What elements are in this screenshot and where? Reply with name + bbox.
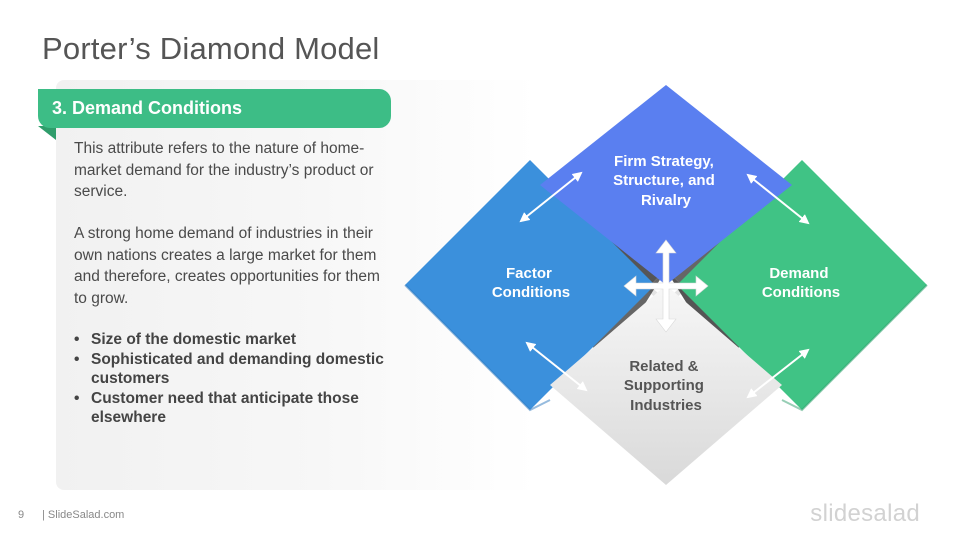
page-number: 9 bbox=[18, 509, 25, 521]
diamond-label-line: Related & bbox=[629, 358, 698, 375]
bullet-item: • Sophisticated and demanding domestic cu… bbox=[74, 350, 394, 389]
diamond-related-supporting bbox=[550, 285, 782, 485]
diamond-label-left: Factor Conditions bbox=[492, 265, 570, 301]
slide-title: Porter’s Diamond Model bbox=[42, 31, 380, 66]
diamond-label-line: Conditions bbox=[762, 284, 840, 301]
slidesalad-logo: slidesalad bbox=[810, 500, 920, 527]
diamond-label-line: Industries bbox=[630, 397, 702, 414]
bullet-item: • Customer need that anticipate those els… bbox=[74, 389, 394, 428]
diamond-label-line: Structure, and bbox=[613, 172, 715, 189]
four-way-arrow-icon bbox=[623, 239, 709, 333]
description-paragraph-1: This attribute refers to the nature of h… bbox=[74, 140, 374, 200]
diamond-label-line: Factor bbox=[506, 265, 552, 282]
ribbon-fold bbox=[38, 126, 56, 140]
diamond-label-line: Demand bbox=[769, 265, 828, 282]
footer-site-link[interactable]: | SlideSalad.com bbox=[42, 509, 125, 521]
diamond-label-right: Demand Conditions bbox=[762, 265, 840, 301]
diamond-label-bottom: Related & Supporting Industries bbox=[624, 358, 708, 414]
diamond-label-line: Supporting bbox=[624, 377, 704, 394]
diamond-label-line: Rivalry bbox=[641, 192, 692, 209]
bullet-dot: • bbox=[74, 389, 80, 407]
diamond-label-line: Conditions bbox=[492, 284, 570, 301]
bullet-text: Size of the domestic market bbox=[91, 331, 297, 348]
bullet-dot: • bbox=[74, 350, 80, 368]
diamond-firm-strategy bbox=[540, 85, 792, 285]
bullet-text: Sophisticated and demanding domestic cus… bbox=[91, 350, 384, 388]
description-paragraph-2: A strong home demand of industries in th… bbox=[74, 225, 380, 307]
section-heading: 3. Demand Conditions bbox=[38, 89, 391, 128]
bullet-dot: • bbox=[74, 331, 80, 348]
attribute-bullet-list: • Size of the domestic market • Sophistica… bbox=[74, 330, 394, 428]
bullet-item: • Size of the domestic market bbox=[74, 330, 394, 350]
diamond-label-top: Firm Strategy, Structure, and Rivalry bbox=[613, 153, 719, 209]
bullet-text: Customer need that anticipate those else… bbox=[91, 389, 359, 427]
diamond-label-line: Firm Strategy, bbox=[614, 153, 714, 170]
double-arrow-icon bbox=[519, 171, 810, 399]
